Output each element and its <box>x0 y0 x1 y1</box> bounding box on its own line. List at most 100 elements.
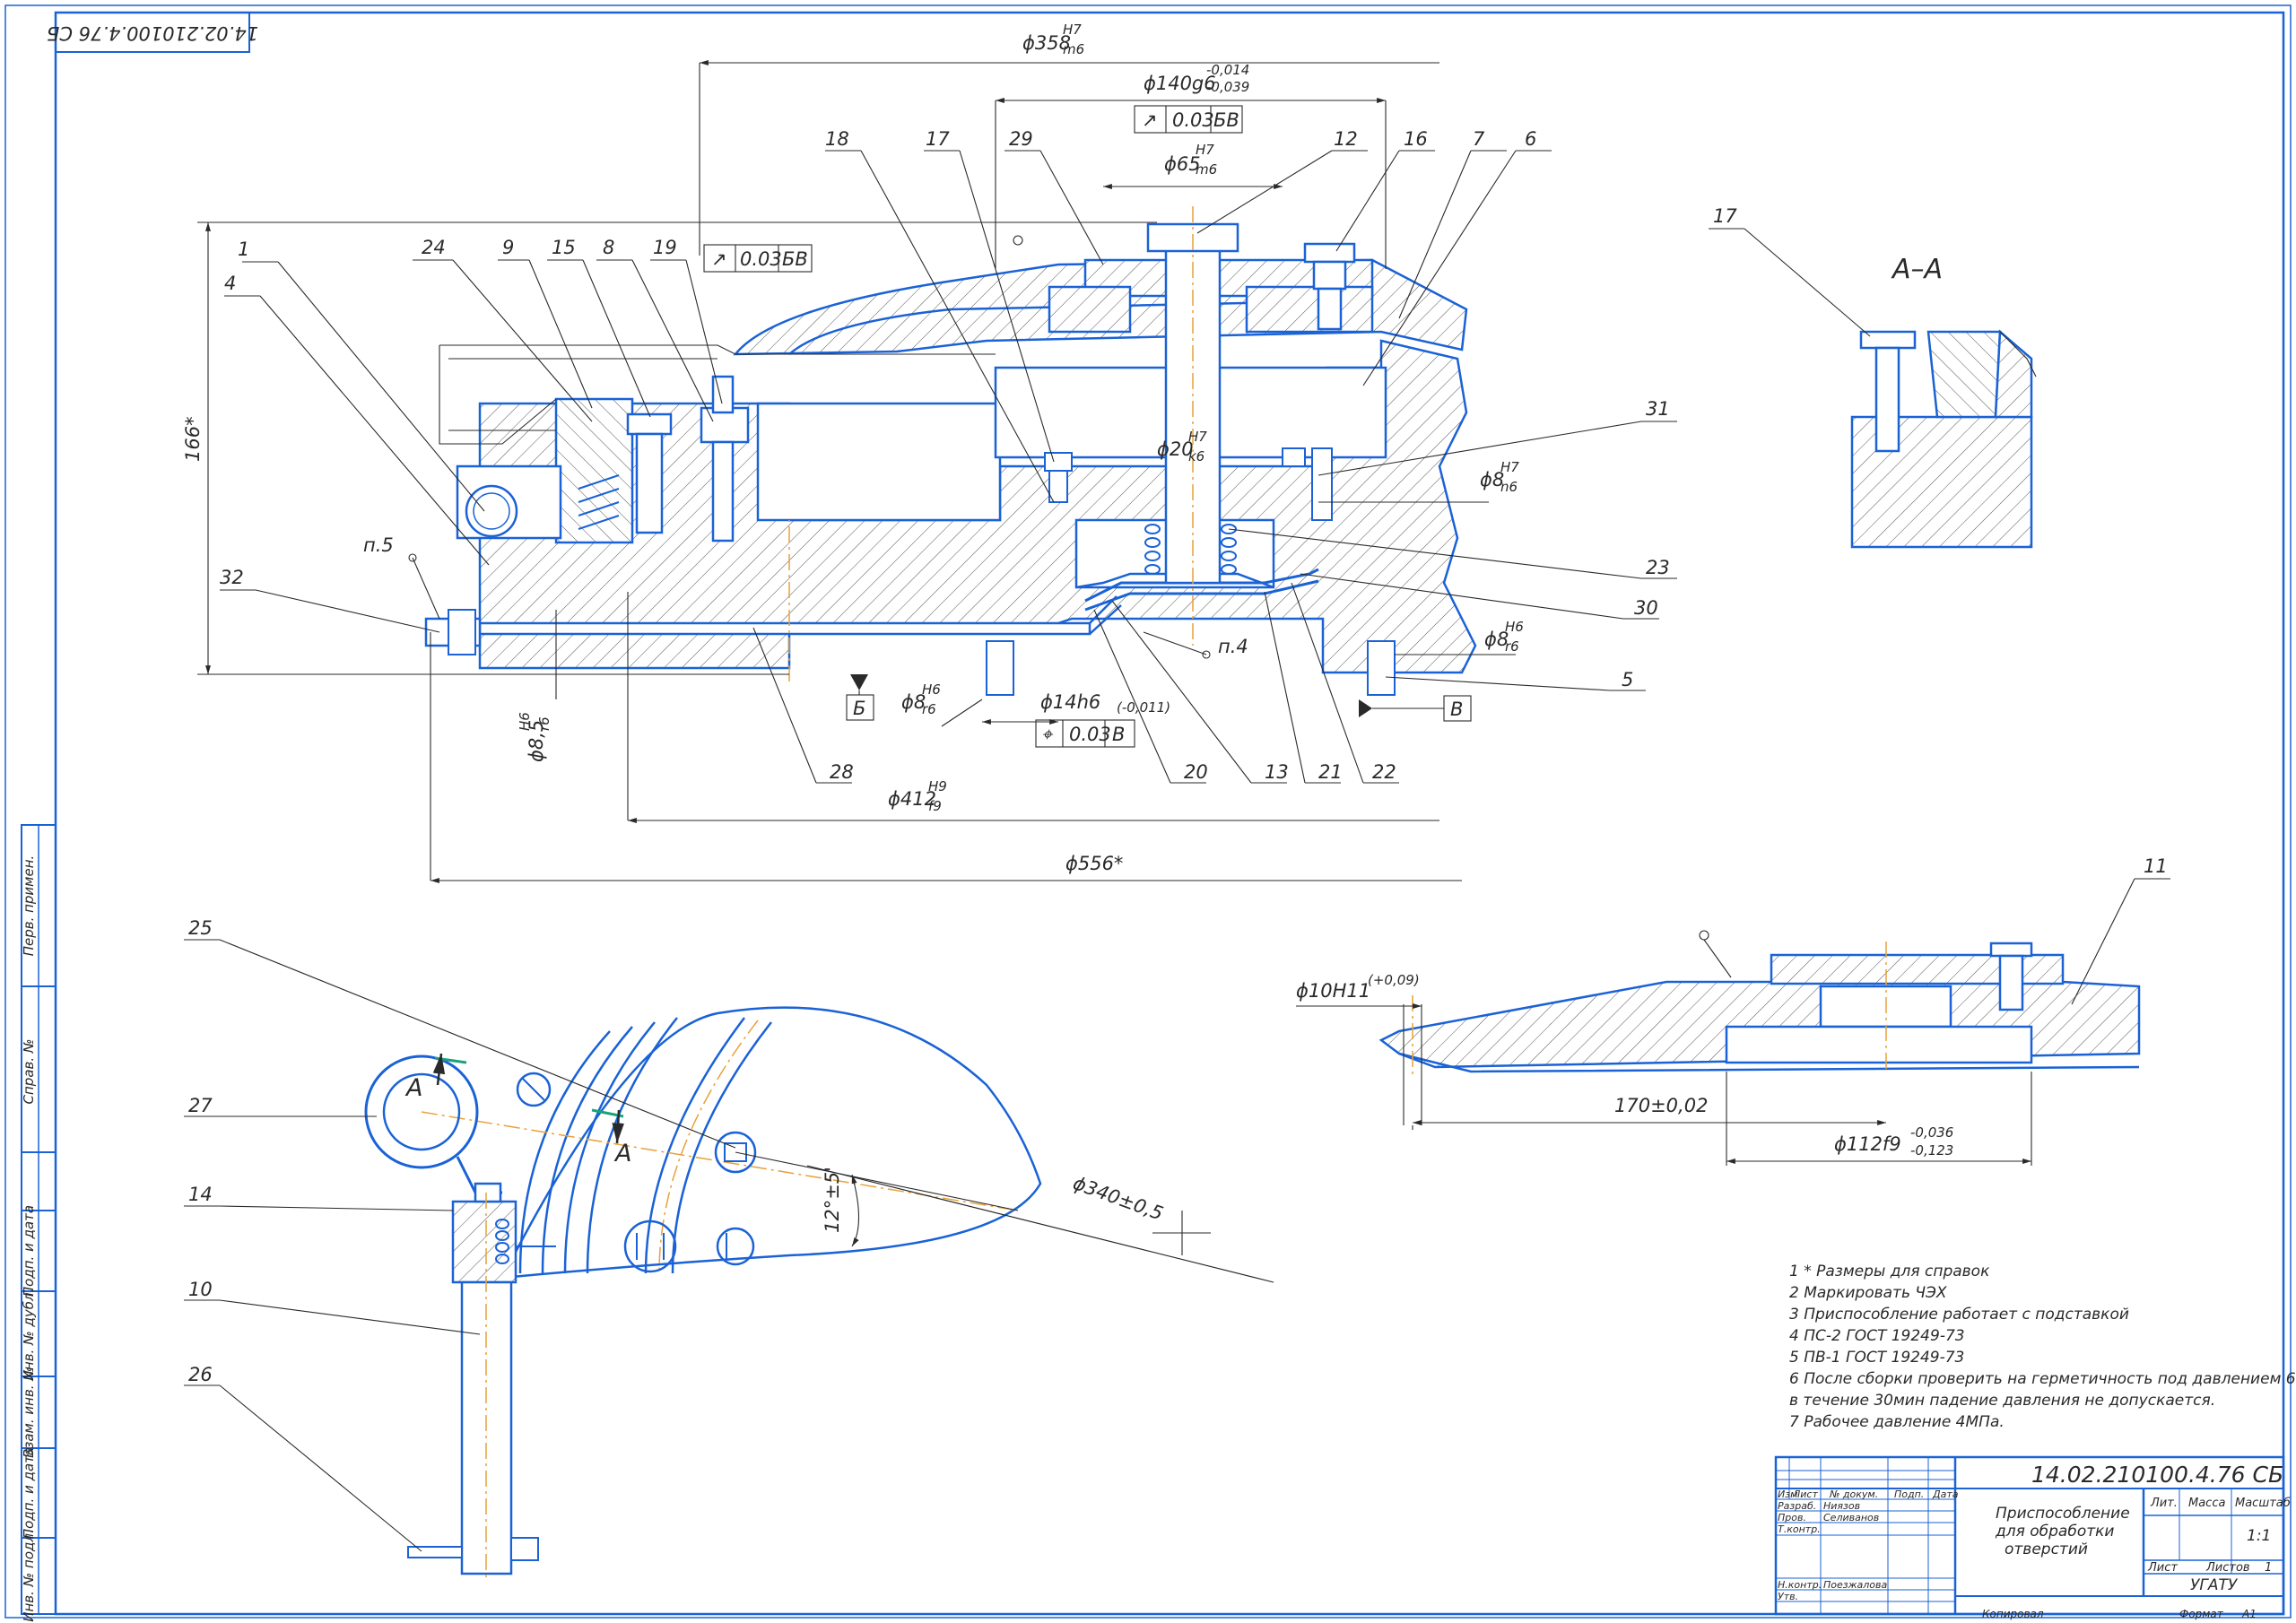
rotated-code-stamp-box <box>55 12 250 53</box>
callout-26: 26 <box>188 1364 213 1385</box>
main-section-view <box>424 206 1477 696</box>
side-stamp-4: Инв. № дубл. <box>21 1289 37 1381</box>
title-line-2: для обработки <box>1995 1523 2114 1541</box>
svg-text:H6: H6 <box>922 681 941 698</box>
callouts-plan <box>184 939 736 1552</box>
svg-text:ϕ8: ϕ8 <box>1484 629 1509 650</box>
note-4: 4 ПС-2 ГОСТ 19249-73 <box>1789 1327 1965 1345</box>
svg-text:H9: H9 <box>928 778 947 794</box>
note-6: 6 После сборки проверить на герметичност… <box>1789 1370 2296 1388</box>
svg-text:БВ: БВ <box>1213 109 1239 131</box>
svg-text:ϕ10H11: ϕ10H11 <box>1296 980 1370 1002</box>
callout-4: 4 <box>224 273 236 294</box>
callout-21: 21 <box>1318 761 1343 783</box>
side-stamp-3: Подп. и дата <box>21 1205 37 1297</box>
side-stamp: Перв. примен. Справ. № Подп. и дата Инв.… <box>21 824 57 1622</box>
svg-text:БВ: БВ <box>782 248 808 270</box>
callout-11: 11 <box>2144 855 2168 877</box>
lit-label: Лит. <box>2150 1497 2178 1510</box>
svg-text:170±0,02: 170±0,02 <box>1614 1095 1708 1116</box>
callout-28: 28 <box>830 761 854 783</box>
scale-label: Масштаб <box>2235 1497 2291 1510</box>
svg-text:В: В <box>1450 699 1463 720</box>
callout-numbers-main: 1 4 24 9 15 8 19 18 17 29 12 16 7 6 31 2… <box>220 128 1670 783</box>
callouts-main <box>220 150 1677 784</box>
role-ncontrol: Н.контр. <box>1778 1579 1822 1591</box>
svg-text:m6: m6 <box>1063 41 1084 57</box>
role-approve: Утв. <box>1778 1591 1798 1602</box>
svg-text:H6: H6 <box>1505 619 1524 635</box>
col-date: Дата <box>1932 1488 1959 1500</box>
callout-16: 16 <box>1404 128 1428 150</box>
name-developer: Ниязов <box>1823 1500 1860 1512</box>
note-1: 1 * Размеры для справок <box>1789 1263 1990 1280</box>
svg-text:0.03: 0.03 <box>1172 109 1214 131</box>
svg-text:↗: ↗ <box>1142 109 1158 131</box>
svg-text:(+0,09): (+0,09) <box>1368 972 1420 988</box>
detail-11-view: ϕ10H11 (+0,09) 170±0,02 ϕ112f9 -0,036 -0… <box>1296 855 2170 1166</box>
svg-text:H7: H7 <box>1188 429 1207 445</box>
callout-15: 15 <box>552 237 576 258</box>
callout-17: 17 <box>926 128 950 150</box>
svg-text:k6: k6 <box>1188 448 1205 464</box>
role-checker: Пров. <box>1778 1512 1806 1523</box>
callout-27: 27 <box>188 1095 213 1116</box>
svg-text:ϕ556*: ϕ556* <box>1065 853 1123 874</box>
sheets-label: Листов <box>2205 1561 2250 1575</box>
tolerance-frame-runout-left: ↗ 0.03 БВ <box>703 244 813 273</box>
svg-text:В: В <box>1112 724 1125 745</box>
side-stamp-7: Инв. № подл. <box>21 1529 37 1621</box>
col-izm: Изм <box>1778 1488 1797 1500</box>
callout-22: 22 <box>1372 761 1396 783</box>
callout-9: 9 <box>502 237 514 258</box>
callout-12: 12 <box>1334 128 1358 150</box>
svg-text:n6: n6 <box>1500 479 1518 495</box>
col-doc: № докум. <box>1829 1488 1878 1500</box>
callout-31: 31 <box>1646 398 1670 420</box>
svg-text:-0,014: -0,014 <box>1206 62 1249 78</box>
plan-view: А А ϕ340±0,5 12°±5' <box>364 1006 1274 1578</box>
svg-text:0.03: 0.03 <box>1069 724 1111 745</box>
svg-text:m6: m6 <box>1196 161 1217 178</box>
svg-text:ϕ8,5: ϕ8,5 <box>526 720 547 762</box>
sheet-label: Лист <box>2147 1561 2178 1575</box>
callout-17-aa: 17 <box>1713 205 1737 227</box>
svg-text:п.4: п.4 <box>1218 636 1248 657</box>
organization: УГАТУ <box>2190 1576 2239 1594</box>
sheets-value: 1 <box>2265 1561 2272 1575</box>
role-tcontrol: Т.контр. <box>1778 1523 1821 1535</box>
callout-19: 19 <box>653 237 677 258</box>
callout-30: 30 <box>1634 597 1658 619</box>
svg-text:п.5: п.5 <box>363 534 394 556</box>
callout-8: 8 <box>603 237 614 258</box>
datum-b-box: Б <box>846 674 874 721</box>
drawing-frame <box>54 11 2285 1616</box>
col-list: Лист <box>1792 1488 1818 1500</box>
callout-20: 20 <box>1184 761 1208 783</box>
svg-text:H7: H7 <box>1063 22 1082 38</box>
format-label: Формат <box>2179 1608 2224 1620</box>
callout-18: 18 <box>825 128 849 150</box>
callout-10: 10 <box>188 1279 213 1300</box>
tolerance-frame-position: ⌖ 0.03 В <box>1035 719 1135 748</box>
callout-1: 1 <box>238 239 249 260</box>
svg-text:12°±5': 12°±5' <box>822 1167 843 1233</box>
svg-text:r6: r6 <box>536 716 552 731</box>
callout-13: 13 <box>1265 761 1289 783</box>
svg-text:-0,036: -0,036 <box>1910 1124 1953 1141</box>
title-block-code: 14.02.210100.4.76 СБ <box>2031 1462 2283 1488</box>
svg-text:ϕ20: ϕ20 <box>1157 438 1194 460</box>
title-line-3: отверстий <box>2005 1541 2088 1558</box>
scale-value: 1:1 <box>2247 1527 2271 1545</box>
svg-text:H7: H7 <box>1196 142 1214 158</box>
callout-32: 32 <box>220 567 244 588</box>
svg-text:ϕ8: ϕ8 <box>901 691 926 713</box>
callout-7: 7 <box>1473 128 1485 150</box>
name-ncontrol: Поезжалова <box>1823 1579 1888 1591</box>
callout-29: 29 <box>1009 128 1033 150</box>
technical-notes: 1 * Размеры для справок 2 Маркировать ЧЭ… <box>1789 1263 2296 1431</box>
svg-text:166*: 166* <box>182 416 204 462</box>
dimensions-main: ϕ358 H7 m6 ϕ140g6 -0,014 -0,039 ϕ65 H7 m… <box>182 22 1524 883</box>
svg-text:-0,123: -0,123 <box>1910 1142 1953 1159</box>
callout-24: 24 <box>422 237 446 258</box>
